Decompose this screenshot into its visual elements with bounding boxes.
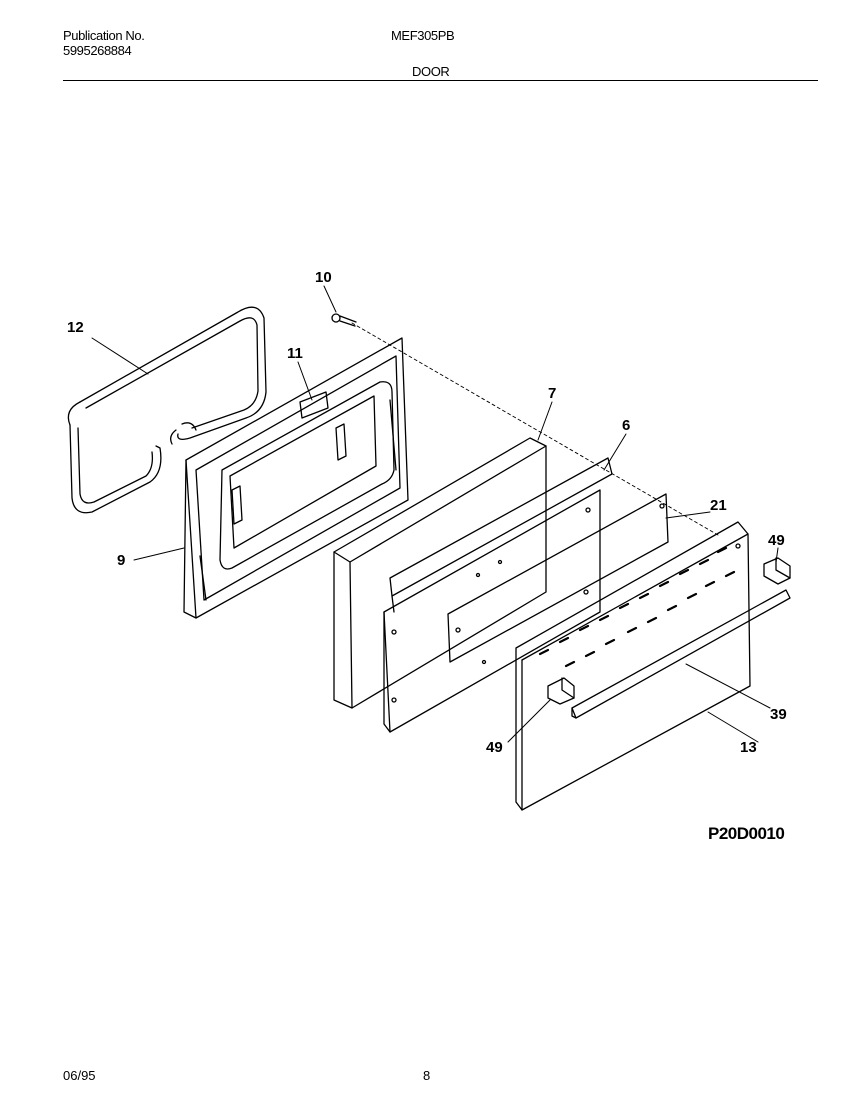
door-frame-bracket [383, 457, 613, 733]
page-number: 8 [423, 1068, 431, 1083]
callout-11: 11 [287, 345, 303, 362]
callout-13: 13 [740, 739, 757, 756]
publication-label: Publication No. [63, 28, 145, 43]
callout-9: 9 [117, 552, 125, 569]
door-gasket [67, 306, 267, 514]
callout-7: 7 [548, 385, 556, 402]
header-rule [63, 80, 818, 81]
callout-49-left: 49 [486, 739, 503, 756]
section-title: DOOR [412, 64, 450, 79]
callout-21: 21 [710, 497, 727, 514]
callout-39: 39 [770, 706, 787, 723]
door-handle [571, 589, 791, 719]
publication-number: 5995268884 [63, 43, 132, 58]
callout-12: 12 [67, 319, 84, 336]
handle-end-cap-right [763, 557, 791, 585]
callout-6: 6 [622, 417, 630, 434]
inner-door-liner [183, 337, 409, 619]
callout-49-right: 49 [768, 532, 785, 549]
leader-lines [91, 285, 779, 743]
model-number: MEF305PB [391, 28, 455, 43]
handle-end-cap-left [547, 677, 575, 705]
footer-date: 06/95 [63, 1068, 96, 1083]
door-screw [331, 313, 357, 327]
door-insulation [333, 437, 547, 709]
outer-door-panel [515, 521, 751, 811]
figure-id: P20D0010 [708, 824, 785, 843]
door-panel [447, 493, 669, 663]
callout-10: 10 [315, 269, 332, 286]
assembly-line [351, 322, 719, 536]
